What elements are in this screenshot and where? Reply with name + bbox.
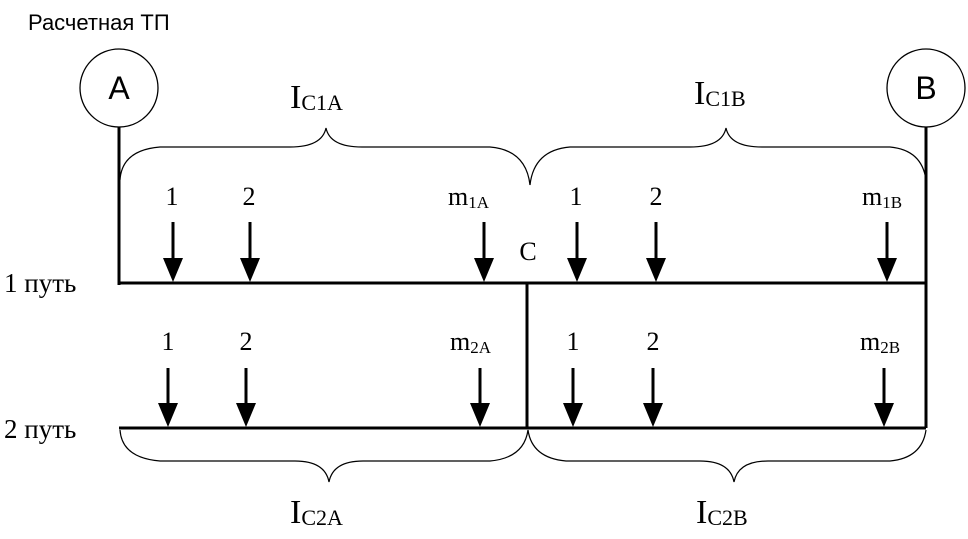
substation-a: A xyxy=(79,48,159,128)
brace-c1a xyxy=(119,127,531,186)
svg-text:1: 1 xyxy=(166,182,179,211)
load-t1b-2: 2 xyxy=(646,182,666,282)
load-t1b-m: m1B xyxy=(862,182,902,282)
svg-text:IC1B: IC1B xyxy=(694,75,746,112)
load-t1a-2: 2 xyxy=(240,182,260,282)
svg-text:IC1A: IC1A xyxy=(290,79,343,116)
diagram-title: Расчетная ТП xyxy=(28,10,170,35)
load-t1b-1: 1 xyxy=(567,182,587,282)
load-t2b-1: 1 xyxy=(563,327,583,427)
current-c2a-label: IC2A xyxy=(290,494,343,531)
node-c-label: C xyxy=(519,237,536,266)
svg-text:2: 2 xyxy=(243,182,256,211)
brace-c2a xyxy=(119,429,529,483)
current-c2b-label: IC2B xyxy=(696,494,748,531)
brace-c1b xyxy=(529,127,927,186)
svg-text:1: 1 xyxy=(162,327,175,356)
svg-text:1: 1 xyxy=(570,182,583,211)
load-t2b-m: m2B xyxy=(860,327,900,427)
load-t2a-2: 2 xyxy=(236,327,256,427)
load-t2a-1: 1 xyxy=(158,327,178,427)
svg-text:2: 2 xyxy=(647,327,660,356)
substation-a-label: A xyxy=(108,70,130,106)
track-2-label: 2 путь xyxy=(4,414,76,444)
current-c1b-label: IC1B xyxy=(694,75,746,112)
svg-text:m2A: m2A xyxy=(450,327,492,357)
svg-text:2: 2 xyxy=(240,327,253,356)
load-t2a-m: m2A xyxy=(450,327,492,427)
svg-text:m1A: m1A xyxy=(448,182,490,212)
load-t1a-1: 1 xyxy=(163,182,183,282)
current-c1a-label: IC1A xyxy=(290,79,343,116)
track-1-label: 1 путь xyxy=(4,268,76,298)
load-t2b-2: 2 xyxy=(643,327,663,427)
svg-text:m2B: m2B xyxy=(860,327,900,357)
svg-text:m1B: m1B xyxy=(862,182,902,212)
brace-c2b xyxy=(527,429,927,483)
substation-b-label: B xyxy=(915,70,936,106)
svg-text:IC2A: IC2A xyxy=(290,494,343,531)
load-t1a-m: m1A xyxy=(448,182,494,282)
svg-text:1: 1 xyxy=(567,327,580,356)
svg-text:IC2B: IC2B xyxy=(696,494,748,531)
svg-text:2: 2 xyxy=(650,182,663,211)
substation-b: B xyxy=(886,48,966,128)
